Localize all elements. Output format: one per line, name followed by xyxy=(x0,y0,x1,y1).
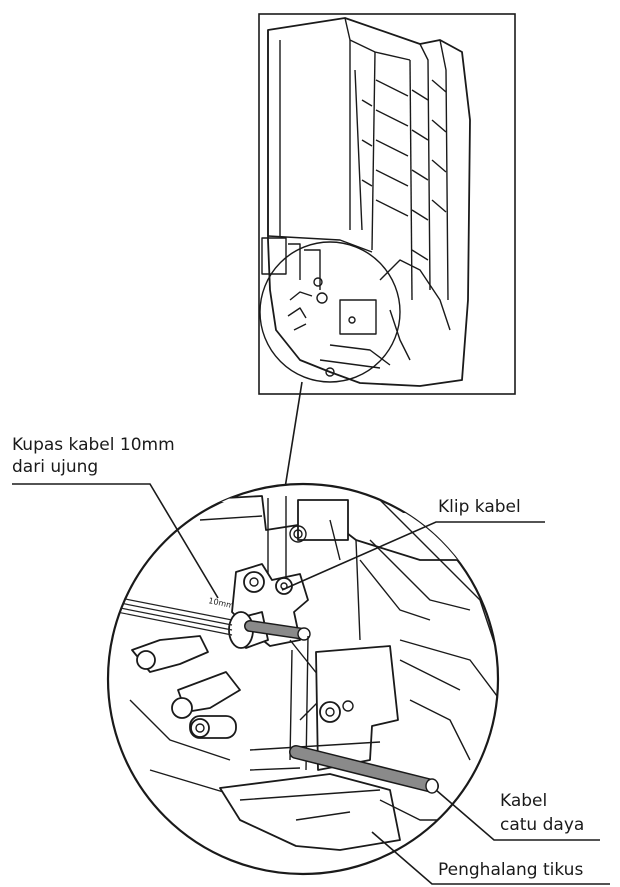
callout-clip: Klip kabel xyxy=(281,497,545,591)
power-leader-line xyxy=(435,789,600,841)
clip-leader-line xyxy=(281,521,545,591)
zoom-internals: 10mm xyxy=(109,494,498,851)
unit-drawing xyxy=(259,17,471,387)
strip-leader-line xyxy=(12,483,219,599)
power-cable-label-line2: catu daya xyxy=(500,815,584,835)
rodent-guard-label: Penghalang tikus xyxy=(438,860,583,880)
power-cable-fill xyxy=(290,746,438,792)
strip-label-line1: Kupas kabel 10mm xyxy=(12,435,175,455)
magnify-circle xyxy=(259,241,401,383)
callout-power: Kabel catu daya xyxy=(435,789,600,841)
guard-leader-line xyxy=(371,831,610,885)
zoom-connector xyxy=(284,381,303,489)
strip-label-line2: dari ujung xyxy=(12,457,98,477)
power-cable-label-line1: Kabel xyxy=(500,791,547,811)
zoom-detail: 10mm xyxy=(106,482,500,876)
callout-guard: Penghalang tikus xyxy=(371,831,610,885)
callout-strip: Kupas kabel 10mm dari ujung xyxy=(12,435,219,599)
cable-clip-label: Klip kabel xyxy=(438,497,521,517)
wire-core-fill xyxy=(245,621,309,639)
unit-overview xyxy=(258,13,516,395)
